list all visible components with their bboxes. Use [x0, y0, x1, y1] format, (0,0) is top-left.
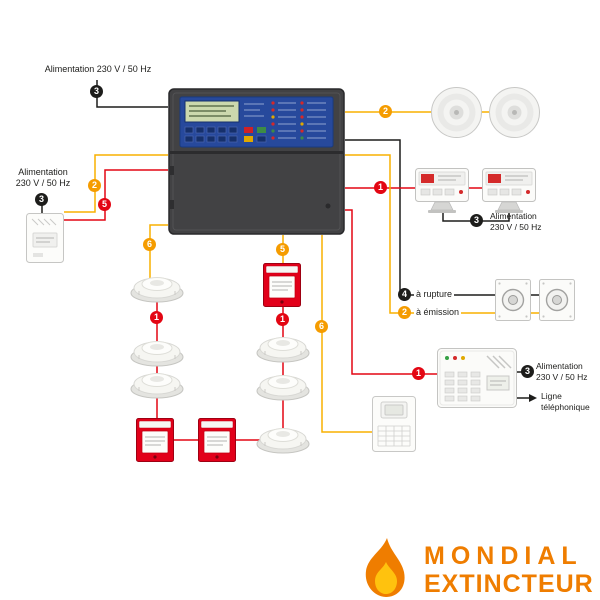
mains-label-top: Alimentation 230 V / 50 Hz: [44, 64, 152, 74]
door-magnet-1: [495, 279, 531, 321]
speaker-grille-icon: [486, 355, 512, 369]
wire-aux-module: [321, 235, 372, 433]
mains-label-transmitter: Alimentation 230 V / 50 Hz: [536, 361, 598, 383]
badge-sirens: 2: [379, 105, 392, 118]
siren-sounder-2: [487, 85, 542, 140]
led-columns: [271, 101, 326, 140]
smoke-detector-l3: [130, 367, 184, 399]
call-point-bottom-2: [198, 418, 236, 462]
wire-emission-line: [345, 154, 557, 314]
smoke-detector-l2: [130, 335, 184, 367]
logo-line-2: EXTINCTEUR: [424, 570, 594, 598]
logo-wordmark: MONDIAL EXTINCTEUR: [424, 542, 594, 598]
label-line: 230 V / 50 Hz: [536, 372, 588, 382]
smoke-detector-m1: [256, 331, 310, 363]
vent-grid: [377, 425, 411, 447]
emission-label: à émission: [414, 307, 462, 318]
auxiliary-module: [372, 396, 416, 452]
badge-panel-red: 5: [98, 198, 111, 211]
rupture-label: à rupture: [414, 289, 455, 300]
wire-mains-to-panel: [96, 80, 168, 108]
badge-left-chain-mid: 1: [150, 311, 163, 324]
label-line: téléphonique: [541, 402, 590, 412]
door-magnet-2: [539, 279, 575, 321]
flame-icon: [365, 538, 405, 597]
label-line: 230 V / 50 Hz: [490, 222, 542, 232]
label-line: Ligne: [541, 391, 562, 401]
mains-label-left: Alimentation 230 V / 50 Hz: [4, 167, 82, 189]
label-line: 230 V / 50 Hz: [15, 178, 71, 188]
wire-left-chain-feed: [149, 224, 168, 287]
smoke-detector-m2: [256, 369, 310, 401]
label-line: Alimentation: [18, 167, 68, 177]
badge-repeater-psu: 3: [470, 214, 483, 227]
logo-line-1: MONDIAL: [424, 542, 583, 570]
badge-panel-orange: 2: [88, 179, 101, 192]
repeater-panel-2: [482, 168, 536, 214]
badge-left-chain-top: 6: [143, 238, 156, 251]
badge-aux-line: 6: [315, 320, 328, 333]
badge-mid-chain-mid: 1: [276, 313, 289, 326]
call-point-bottom-1: [136, 418, 174, 462]
badge-transmitter-psu: 3: [521, 365, 534, 378]
control-panel: [168, 88, 345, 235]
wire-rupture-line: [345, 139, 557, 296]
wire-transmitter-loop: [345, 209, 437, 375]
call-point-mid: [263, 263, 301, 307]
repeater-panel-1: [415, 168, 469, 214]
keypad: [184, 126, 238, 143]
keypad: [444, 371, 481, 402]
mains-label-repeaters: Alimentation 230 V / 50 Hz: [490, 211, 560, 233]
smoke-detector-l1: [130, 271, 184, 303]
badge-mid-chain-top: 5: [276, 243, 289, 256]
badge-mains-top: 3: [90, 85, 103, 98]
label-line: Alimentation: [490, 211, 537, 221]
label-line: Alimentation: [536, 361, 583, 371]
badge-mains-left: 3: [35, 193, 48, 206]
badge-transmitter: 1: [412, 367, 425, 380]
phone-line-label: Ligne téléphonique: [541, 391, 599, 413]
door-lock: [325, 203, 331, 209]
badge-repeaters: 1: [374, 181, 387, 194]
wire-psu-red: [64, 169, 168, 221]
smoke-detector-m3: [256, 422, 310, 454]
power-supply-unit: [26, 213, 64, 263]
phone-transmitter: [437, 348, 517, 408]
siren-sounder-1: [429, 85, 484, 140]
phone-line-arrowhead: [529, 394, 537, 402]
badge-emission: 2: [398, 306, 411, 319]
badge-rupture: 4: [398, 288, 411, 301]
